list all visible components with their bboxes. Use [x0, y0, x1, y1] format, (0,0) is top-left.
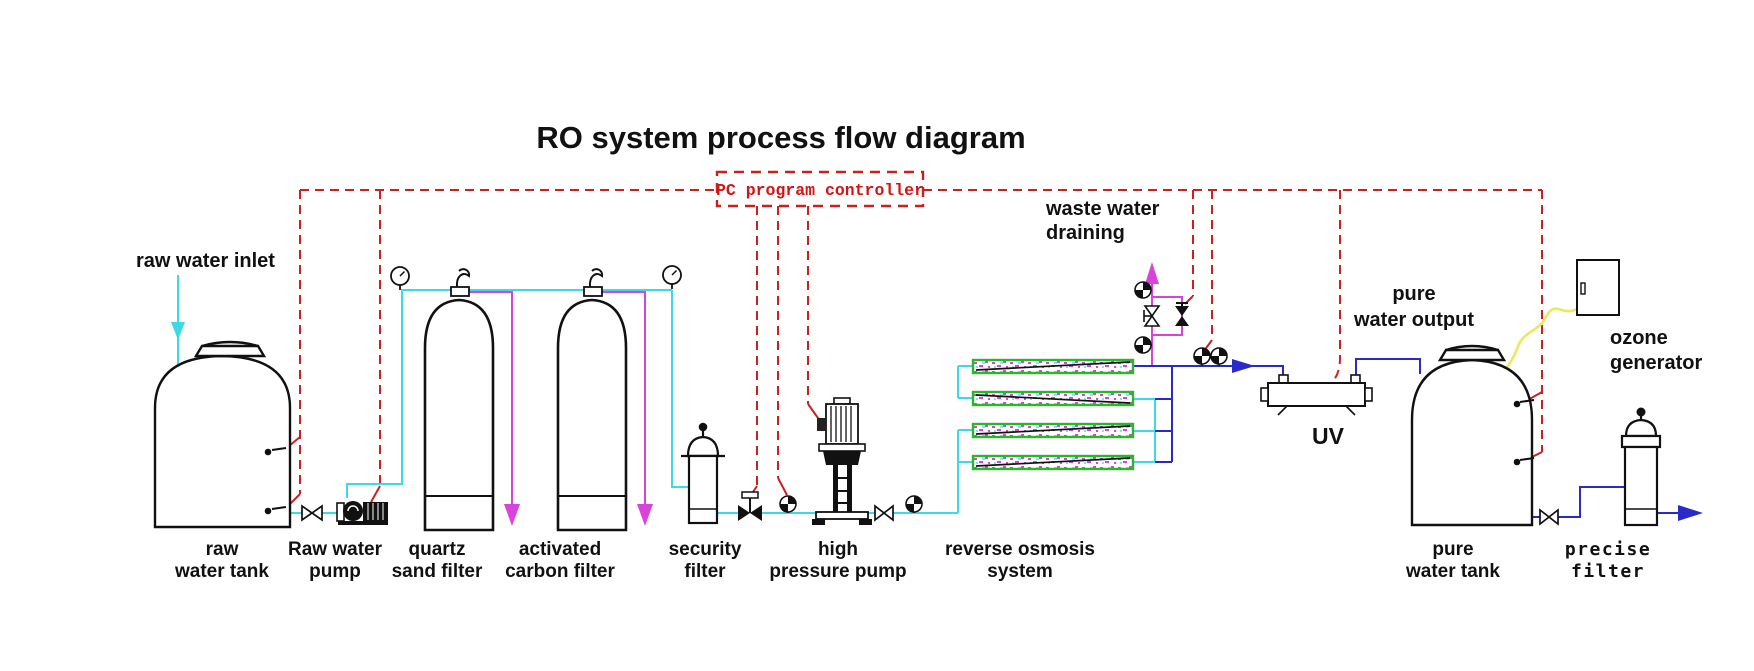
waste-arrowhead [1145, 262, 1159, 284]
label-quartz-filter-1: quartz [409, 539, 466, 560]
label-carbon-filter-2: carbon filter [505, 561, 615, 582]
label-precise-filter-1: precise [1565, 539, 1651, 560]
label-raw-water-inlet: raw water inlet [136, 250, 275, 272]
pure-tank-level-sensors [1513, 399, 1535, 466]
raw-water-tank [153, 340, 292, 529]
feed-solenoid-valve [738, 491, 762, 521]
label-ro-system-2: system [987, 561, 1053, 582]
flow-instrument-2 [905, 495, 923, 513]
raw-tank-level-sensors [264, 447, 287, 515]
pure-tank-outlet-valve [1539, 508, 1559, 526]
waste-instrument-low [1134, 336, 1152, 354]
pipe-raw-water [177, 275, 1156, 514]
backwash-arrowhead-1 [504, 504, 520, 526]
flow-instrument-1 [779, 495, 797, 513]
label-security-filter-1: security [669, 539, 742, 560]
label-ozone-2: generator [1610, 352, 1702, 374]
label-raw-water-pump-2: pump [309, 561, 361, 582]
waste-solenoid-valve [1175, 302, 1189, 326]
label-ro-system-1: reverse osmosis [945, 539, 1095, 560]
activated-carbon-filter [556, 268, 628, 532]
uv-sterilizer [1260, 374, 1373, 416]
raw-water-inlet-arrowhead [171, 322, 185, 340]
precise-filter [1620, 407, 1662, 527]
diagram-title: RO system process flow diagram [536, 120, 1025, 155]
pressure-gauge-2 [662, 265, 682, 290]
high-pressure-pump [812, 397, 872, 525]
label-hp-pump-1: high [818, 539, 858, 560]
label-raw-water-pump-1: Raw water [288, 539, 383, 560]
label-carbon-filter-1: activated [519, 539, 601, 560]
label-pure-water-output-1: pure [1392, 283, 1435, 305]
label-raw-water-tank-1: raw [206, 539, 239, 560]
label-uv: UV [1312, 423, 1345, 449]
ozone-generator [1576, 259, 1620, 316]
pipe-backwash [468, 291, 646, 505]
backwash-arrowhead-2 [637, 504, 653, 526]
pc-controller-label: PC program controller [716, 181, 924, 200]
raw-water-pump [336, 501, 388, 525]
quartz-sand-filter [423, 268, 495, 532]
label-waste-water-1: waste water [1045, 198, 1160, 220]
label-pure-water-output-2: water output [1353, 309, 1474, 331]
pure-water-tank [1410, 344, 1534, 527]
waste-instrument-high [1134, 281, 1152, 299]
hp-outlet-valve [874, 504, 894, 522]
label-security-filter-2: filter [684, 561, 726, 582]
product-instrument-2 [1210, 347, 1228, 365]
pure-water-arrowhead [1232, 359, 1255, 373]
label-quartz-filter-2: sand filter [392, 561, 483, 582]
product-instrument-1 [1193, 347, 1211, 365]
pipe-pure-water [1133, 358, 1678, 518]
label-pure-water-tank-2: water tank [1405, 561, 1500, 582]
label-ozone-1: ozone [1610, 327, 1668, 349]
label-precise-filter-2: filter [1571, 561, 1645, 582]
pressure-gauge-1 [390, 266, 410, 291]
waste-manual-valve [1143, 305, 1161, 327]
security-filter [681, 422, 725, 525]
label-raw-water-tank-2: water tank [174, 561, 269, 582]
pc-controller-box: PC program controller [715, 170, 925, 208]
label-waste-water-2: draining [1046, 222, 1125, 244]
reverse-osmosis-system [971, 358, 1135, 471]
label-pure-water-tank-1: pure [1432, 539, 1473, 560]
outlet-arrowhead [1678, 505, 1703, 521]
label-hp-pump-2: pressure pump [769, 561, 906, 582]
tank-drain-valve [301, 504, 323, 522]
